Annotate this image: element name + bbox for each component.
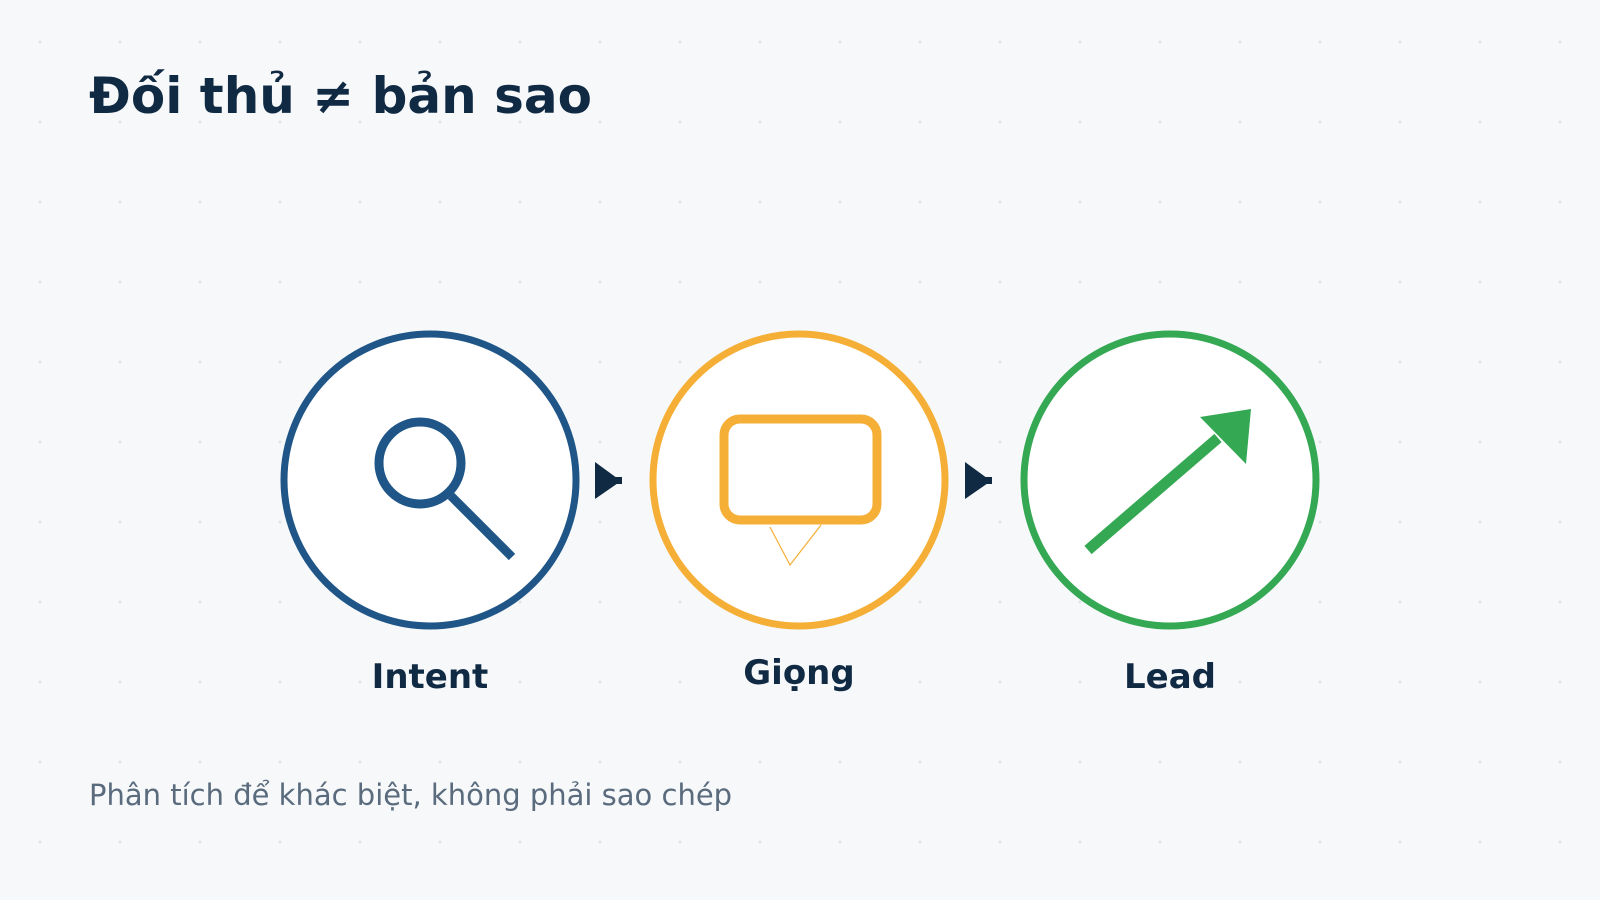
magnifier-icon [374, 417, 516, 561]
node-intent: Intent [280, 330, 580, 697]
node-giong: Giọng [649, 330, 949, 693]
flow-arrow-icon [965, 462, 992, 499]
node-intent-label: Intent [372, 657, 489, 697]
slide-title: Đối thủ ≠ bản sao [89, 67, 592, 125]
slide-subtitle: Phân tích để khác biệt, không phải sao c… [89, 778, 733, 812]
node-lead: Lead [1020, 330, 1320, 697]
node-lead-label: Lead [1124, 657, 1216, 697]
flow-arrow-icon [595, 462, 622, 499]
speech-bubble-icon [719, 414, 882, 567]
node-giong-label: Giọng [743, 653, 854, 693]
trend-up-arrow-icon [1084, 409, 1251, 555]
node-intent-circle [280, 330, 580, 630]
